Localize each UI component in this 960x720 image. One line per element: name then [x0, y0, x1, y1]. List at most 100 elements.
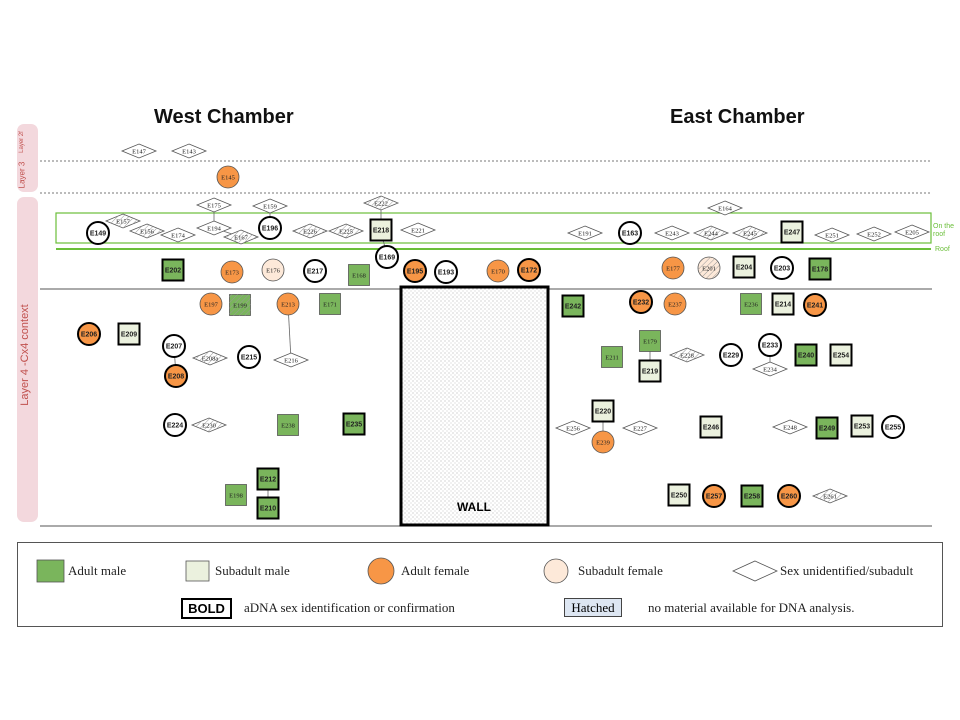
individual-e226-label: E226: [303, 229, 317, 236]
individual-e217: E217: [303, 259, 327, 283]
legend-subadult-male-label: Subadult male: [215, 563, 290, 578]
individual-e170: E170: [486, 259, 510, 283]
individual-e194-label: E194: [207, 226, 221, 233]
individual-e214-label: E214: [775, 302, 791, 309]
individual-e260-shape: [777, 484, 801, 508]
individual-e219: E219: [638, 359, 662, 383]
individual-e225-hatch: [329, 224, 363, 238]
individual-e238-shape: [277, 414, 299, 436]
west-chamber-title: West Chamber: [154, 106, 294, 128]
individual-e240-shape: [794, 343, 818, 367]
individual-e201-hatch: [698, 257, 720, 279]
individual-e172: E172: [517, 258, 541, 282]
individual-e205: E205: [893, 224, 931, 240]
individual-e256: E256: [554, 420, 592, 436]
individual-e221-label: E221: [411, 228, 425, 235]
individual-e176-shape: [261, 258, 285, 282]
individual-e196-label: E196: [262, 226, 278, 233]
individual-e235: E235: [342, 412, 366, 436]
individual-e196-shape: [258, 216, 282, 240]
individual-e241-label: E241: [807, 303, 823, 310]
individual-e164: E164: [706, 200, 744, 216]
individual-e250-label: E250: [671, 493, 687, 500]
individual-e237-label: E237: [668, 302, 682, 309]
individual-e226-hatch: [293, 224, 327, 238]
individual-e228-hatch: [670, 348, 704, 362]
individual-e173-label: E173: [225, 270, 239, 277]
individual-e208-label: E208: [168, 374, 184, 381]
individual-e164-shape: [706, 200, 744, 216]
individual-e204-label: E204: [736, 265, 752, 272]
individual-e250: E250: [667, 483, 691, 507]
individual-e195-shape: [403, 259, 427, 283]
individual-e191: E191: [566, 225, 604, 241]
individual-e193-label: E193: [438, 270, 454, 277]
individual-e256-shape: [554, 420, 592, 436]
legend-subadult-female-label: Subadult female: [578, 563, 663, 578]
individual-e222-label: E222: [374, 201, 388, 208]
individual-e204: E204: [732, 255, 756, 279]
individual-e206: E206: [77, 322, 101, 346]
individual-e216: E216: [272, 352, 310, 368]
individual-e207-shape: [162, 334, 186, 358]
wall: [399, 285, 550, 527]
individual-e198-shape: [225, 484, 247, 506]
individual-e217-label: E217: [307, 269, 323, 276]
individual-e208a: E208a: [191, 350, 229, 366]
individual-e255-label: E255: [885, 425, 901, 432]
individual-e230-hatch: [192, 418, 226, 432]
individual-e227-shape: [621, 420, 659, 436]
individual-e248-shape: [771, 419, 809, 435]
individual-e225-label: E225: [339, 229, 353, 236]
individual-e170-shape: [486, 259, 510, 283]
individual-e256-label: E256: [566, 426, 580, 433]
individual-e202: E202: [161, 258, 185, 282]
individual-e242: E242: [561, 294, 585, 318]
on-the-roof-label: On the roof: [933, 223, 955, 238]
individual-e249-label: E249: [819, 426, 835, 433]
individual-e225: E225: [327, 223, 365, 239]
individual-e253-shape: [850, 414, 874, 438]
individual-e212-label: E212: [260, 477, 276, 484]
individual-e229: E229: [719, 343, 743, 367]
individual-e220: E220: [591, 399, 615, 423]
individual-e249-shape: [815, 416, 839, 440]
individual-e178: E178: [808, 257, 832, 281]
individual-e232-shape: [629, 290, 653, 314]
individual-e238: E238: [277, 414, 299, 436]
individual-e246: E246: [699, 415, 723, 439]
individual-e258: E258: [740, 484, 764, 508]
individual-e203-shape: [770, 256, 794, 280]
individual-e167-label: E167: [234, 235, 248, 242]
individual-e197: E197: [199, 292, 223, 316]
individual-e215-label: E215: [241, 355, 257, 362]
wall-label: WALL: [457, 500, 491, 514]
individual-e145: E145: [216, 165, 240, 189]
individual-e179: E179: [639, 330, 661, 352]
individual-e253-label: E253: [854, 424, 870, 431]
individual-e169-shape: [375, 245, 399, 269]
individual-e169: E169: [375, 245, 399, 269]
individual-e227-label: E227: [633, 426, 647, 433]
individual-e252-label: E252: [867, 232, 881, 239]
individual-e239-shape: [591, 430, 615, 454]
individual-e232-label: E232: [633, 300, 649, 307]
individual-e156-label: E156: [140, 229, 154, 236]
individual-e222-hatch: [364, 196, 398, 210]
individual-e240-label: E240: [798, 353, 814, 360]
individual-e234-label: E234: [763, 367, 777, 374]
individual-e242-shape: [561, 294, 585, 318]
individual-e236: E236: [740, 293, 762, 315]
individual-e174-shape: [159, 227, 197, 243]
individual-e215: E215: [237, 345, 261, 369]
individual-e250-shape: [667, 483, 691, 507]
individual-e244-hatch: [694, 226, 728, 240]
legend: Adult male Subadult male Adult female Su…: [17, 542, 943, 627]
individual-e217-shape: [303, 259, 327, 283]
individual-e216-shape: [272, 352, 310, 368]
individual-e209: E209: [117, 322, 141, 346]
individual-e199-label: E199: [233, 303, 247, 310]
individual-e213: E213: [276, 292, 300, 316]
individual-e234: E234: [751, 361, 789, 377]
individual-e240: E240: [794, 343, 818, 367]
